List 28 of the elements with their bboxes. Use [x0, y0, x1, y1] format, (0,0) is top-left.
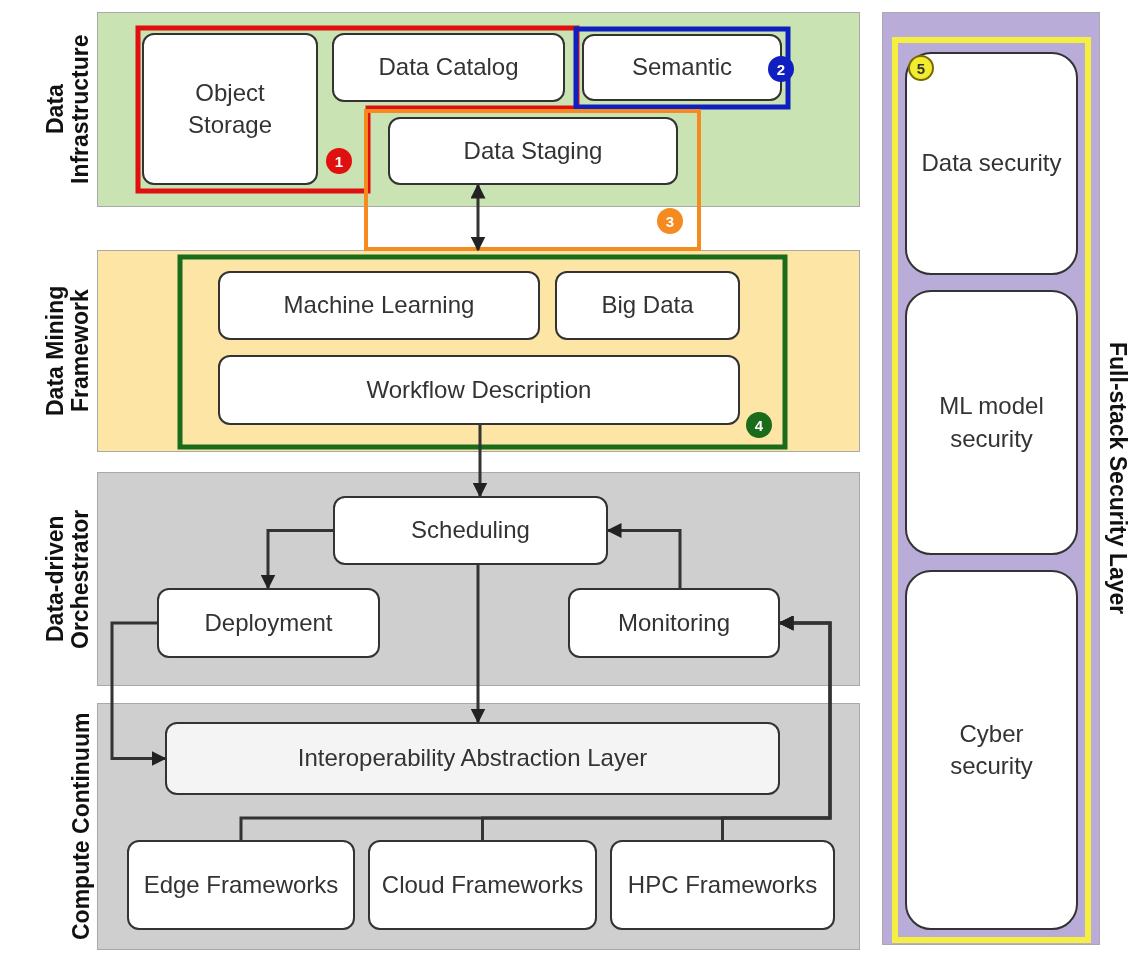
- layer-title: Compute Continuum: [68, 711, 94, 943]
- layer-title: Data-driven Orchestrator: [43, 508, 94, 651]
- component-box: Interoperability Abstraction Layer: [165, 722, 780, 795]
- layer-title: Data Mining Framework: [43, 284, 94, 419]
- connector-arrow: [472, 425, 488, 498]
- component-box: Scheduling: [333, 496, 608, 565]
- connector-arrow: [260, 529, 333, 590]
- connector-arrow: [110, 621, 167, 766]
- component-box: ML model security: [905, 290, 1078, 555]
- component-box: Monitoring: [568, 588, 780, 658]
- callout-number: 3: [657, 208, 683, 234]
- component-box: Big Data: [555, 271, 740, 340]
- layer-title: Full-stack Security Layer: [1105, 341, 1131, 617]
- component-box: Cyber security: [905, 570, 1078, 930]
- component-box: Data Staging: [388, 117, 678, 185]
- component-box: Data Catalog: [332, 33, 565, 102]
- layer-title: Data Infrastructure: [43, 33, 94, 187]
- component-box: Deployment: [157, 588, 380, 658]
- component-box: Edge Frameworks: [127, 840, 355, 930]
- connector-arrow: [721, 615, 832, 840]
- connector-arrow: [470, 565, 486, 724]
- connector-arrow: [606, 523, 682, 588]
- component-box: Workflow Description: [218, 355, 740, 425]
- component-box: Cloud Frameworks: [368, 840, 597, 930]
- component-box: HPC Frameworks: [610, 840, 835, 930]
- connector-arrow: [470, 183, 486, 252]
- component-box: Machine Learning: [218, 271, 540, 340]
- component-box: Object Storage: [142, 33, 318, 185]
